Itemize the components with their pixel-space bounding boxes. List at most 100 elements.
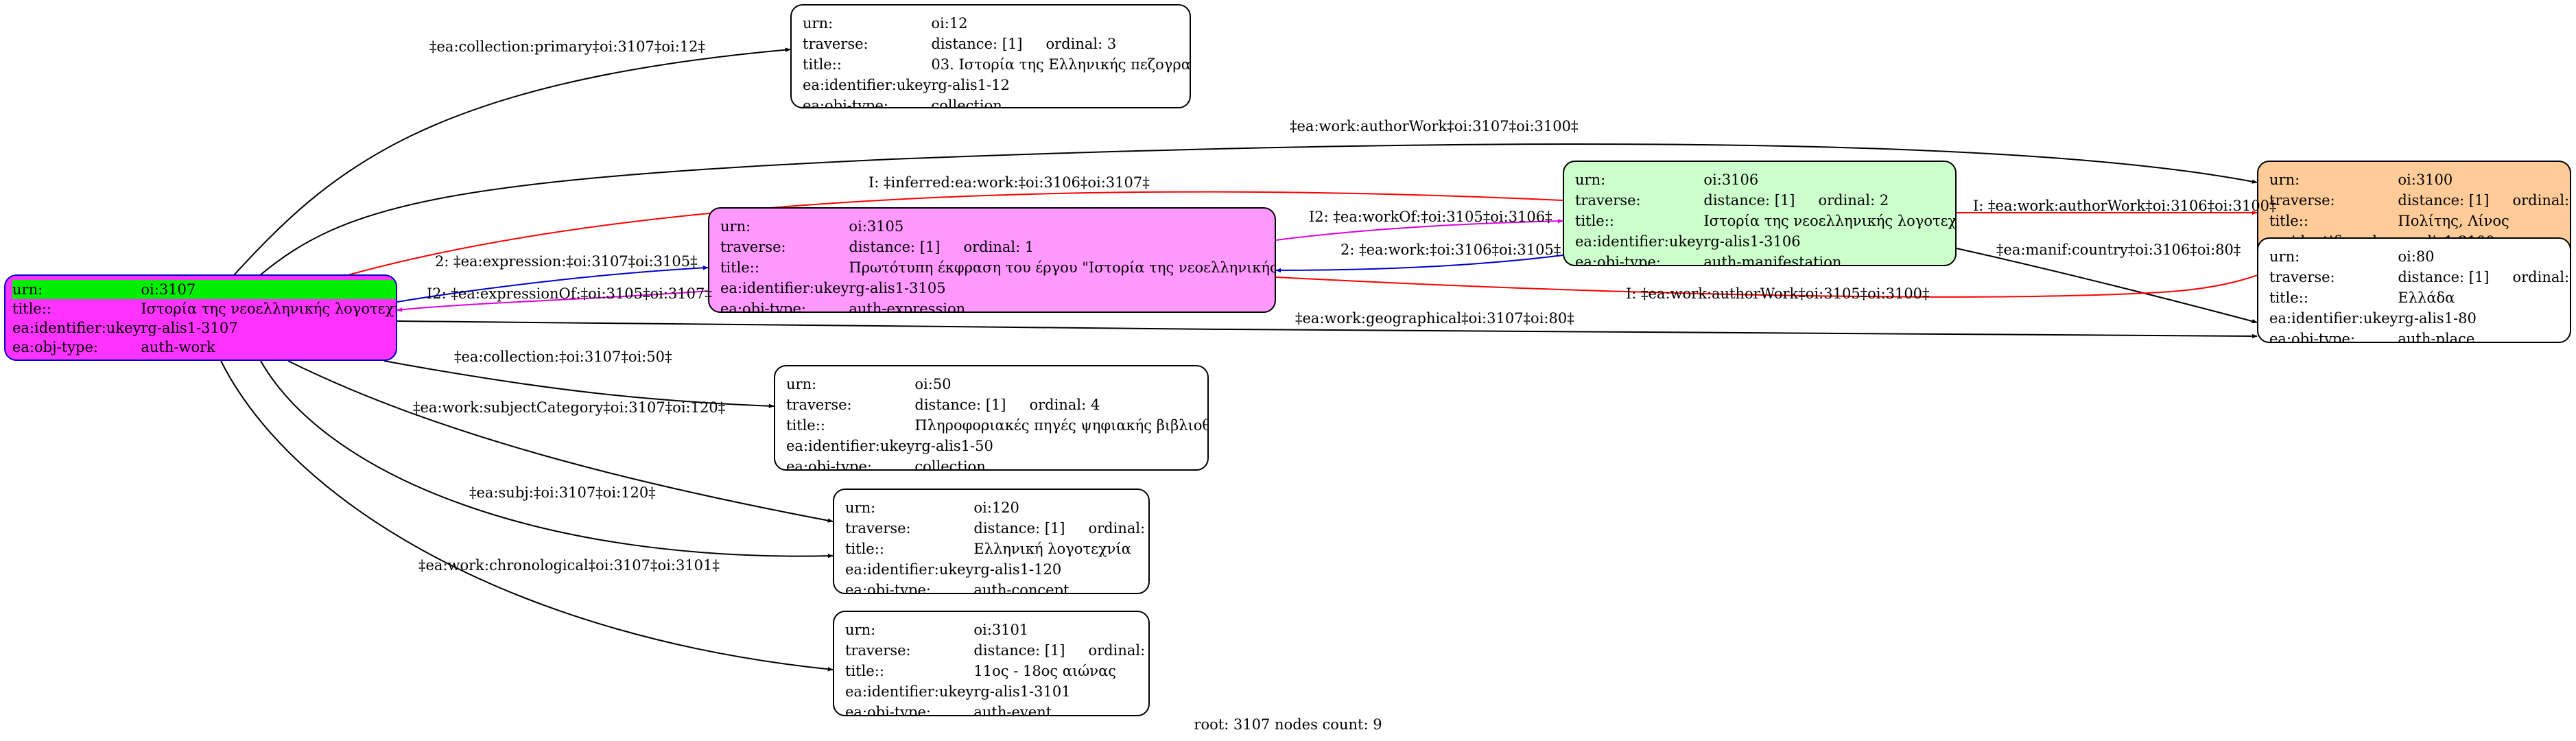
field-value-text: distance: [1] (973, 642, 1065, 659)
field-value: 03. Ιστορία της Ελληνικής πεζογραφίας (931, 54, 1190, 75)
field-value-text: oi:120 (973, 499, 1019, 516)
edge-collection (383, 360, 775, 408)
field-value: collection (914, 456, 1207, 469)
field-value-text: Πληροφοριακές πηγές ψηφιακής βιβλιοθήκης (914, 417, 1207, 434)
field-key: title:: (845, 541, 884, 557)
ordinal-text: ordinal: 8 (2512, 192, 2571, 209)
edge-authorwork (259, 143, 2258, 277)
field-key: traverse: (2269, 192, 2335, 209)
field-key: urn: (720, 218, 751, 235)
field-key: title:: (12, 301, 51, 317)
node-field-row: title::03. Ιστορία της Ελληνικής πεζογρα… (803, 54, 1190, 75)
field-key: ea:identifier:ukey (12, 320, 141, 336)
field-key: title:: (786, 417, 825, 434)
edge-subjectcategory (287, 360, 834, 523)
field-key: traverse: (845, 520, 911, 537)
ordinal-text: ordinal: 5 (1088, 642, 1149, 659)
field-value-text: oi:3101 (973, 622, 1029, 638)
field-value-text: oi:50 (914, 376, 952, 392)
ordinal-text: ordinal: 1 (963, 239, 1035, 255)
node-field-row: ea:obj-type:auth-event (845, 702, 1148, 716)
field-value-text: distance: [1] (2398, 269, 2490, 285)
field-key: title:: (845, 663, 884, 679)
field-value-text: oi:3105 (849, 218, 904, 235)
field-key: ea:obj-type: (720, 301, 806, 313)
field-key: ea:identifier:ukey (845, 561, 974, 578)
field-key: ea:obj-type: (1575, 254, 1661, 266)
field-value-text: Ελλάδα (2398, 290, 2455, 306)
edge-collection-primary (233, 47, 791, 277)
field-value-text: auth-manifestation (1703, 254, 1842, 266)
edge-subj (260, 360, 834, 558)
field-key: ea:obj-type: (845, 704, 931, 716)
field-value: Πρωτότυπη έκφραση του έργου "Ιστορία της… (849, 257, 1276, 278)
field-value: Ελληνική λογοτεχνία (973, 539, 1148, 559)
field-value-text: Ελληνική λογοτεχνία (973, 541, 1131, 557)
field-key: traverse: (2269, 269, 2335, 285)
field-key: ea:obj-type: (12, 339, 98, 355)
node-field-row: traverse: distance: [1]ordinal: 7 (845, 518, 1149, 539)
field-value-text: 11ος - 18ος αιώνας (973, 663, 1117, 679)
field-value-text: auth-expression (849, 301, 966, 313)
field-value: Ιστορία της νεοελληνικής λογοτεχνίας (141, 299, 396, 318)
edge-label: 2: ‡ea:work:‡oi:3106‡oi:3105‡ (1340, 242, 1561, 258)
edge-label: I: ‡ea:work:authorWork‡oi:3106‡oi:3100‡ (1973, 198, 2277, 214)
node-field-row: urn: oi:3100 (2269, 169, 2570, 190)
node-field-row: traverse:distance: [1]ordinal: 4 (786, 395, 1207, 415)
field-value: collection (931, 95, 1190, 108)
node-field-row: urn:oi:3106 (1575, 169, 1955, 190)
field-value: auth-work (141, 338, 396, 357)
node-field-row: title::11ος - 18ος αιώνας (845, 661, 1148, 681)
field-value: rg-alis1-80 (2398, 308, 2570, 329)
field-key: urn: (1575, 172, 1606, 188)
field-value: Ελλάδα (2398, 287, 2570, 308)
node-field-row: ea:obj-type: collection (786, 456, 1207, 471)
node-field-row: traverse:distance: [1]ordinal: 1 (720, 237, 1275, 257)
field-value: auth-concept (973, 580, 1148, 593)
field-value-text: collection (931, 97, 1002, 108)
field-key: ea:identifier:ukey (2269, 310, 2398, 327)
edge-workof (1275, 218, 1563, 241)
field-key: ea:obj-type: (786, 458, 872, 471)
field-value-text: Ιστορία της νεοελληνικής λογοτεχνίας (1703, 213, 1957, 229)
node-field-row: title::Ιστορία της νεοελληνικής λογοτεχν… (12, 299, 396, 318)
edge-label: ‡ea:collection:‡oi:3107‡oi:50‡ (454, 349, 672, 365)
field-value: distance: [1]ordinal: 6 (2398, 267, 2570, 287)
field-key: title:: (1575, 213, 1614, 229)
field-value: distance: [1]ordinal: 3 (931, 34, 1190, 54)
field-value: rg-alis1-3107 (141, 318, 396, 338)
field-value-text: auth-place (2398, 331, 2475, 343)
field-value-text: oi:3100 (2398, 172, 2453, 188)
node-field-row: title::Πολίτης, Λίνος (2269, 211, 2570, 231)
field-value-text: Πολίτης, Λίνος (2398, 213, 2509, 229)
field-key: ea:obj-type: (2269, 331, 2355, 343)
field-value-text: rg-alis1-3105 (849, 280, 946, 296)
field-value-text: rg-alis1-3107 (141, 320, 238, 336)
ordinal-text: ordinal: 7 (1088, 520, 1149, 537)
field-key: urn: (845, 622, 876, 638)
field-value: rg-alis1-12 (931, 75, 1190, 95)
field-value: distance: [1]ordinal: 7 (973, 518, 1149, 539)
field-value: distance: [1] ordinal: 5 (973, 640, 1149, 661)
node-3105[interactable]: urn: oi:3105 traverse:distance: [1]ordinal… (708, 207, 1276, 313)
field-value-text: Πρωτότυπη έκφραση του έργου "Ιστορία της… (849, 259, 1276, 276)
field-value-text: rg-alis1-3106 (1703, 233, 1801, 250)
edge-label: ‡ea:work:authorWork‡oi:3107‡oi:3100‡ (1290, 118, 1579, 134)
edge-expressionof (397, 290, 709, 312)
field-key: urn: (2269, 172, 2300, 188)
